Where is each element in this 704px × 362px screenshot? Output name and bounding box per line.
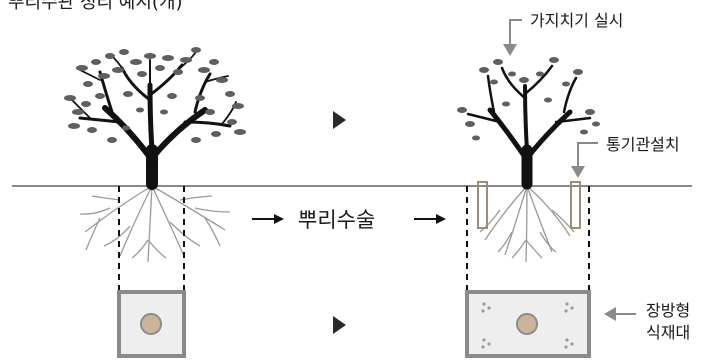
arrow-right-icon xyxy=(414,214,446,224)
tree-after-leaves xyxy=(457,57,600,141)
trunk-disc xyxy=(516,313,538,335)
arrow-right-icon xyxy=(252,214,284,224)
tree-after xyxy=(457,57,600,263)
arrow-down-icon xyxy=(503,44,517,56)
planter-label-line1: 장방형 xyxy=(646,301,690,320)
aeration-pipe-right xyxy=(570,181,581,229)
trunk-disc xyxy=(140,313,162,335)
tree-before xyxy=(64,47,246,263)
arrow-left-icon xyxy=(604,307,616,321)
pruning-label: 가지치기 실시 xyxy=(530,11,623,30)
arrow-down-icon xyxy=(571,166,585,178)
root-surgery-label: 뿌리수술 xyxy=(298,208,375,232)
planter-callout: 장방형 식재대 xyxy=(604,301,690,342)
play-triangle-icon xyxy=(333,111,346,129)
tree-after-branches xyxy=(466,64,592,190)
aeration-callout: 통기관설치 xyxy=(571,135,680,178)
aeration-label: 통기관설치 xyxy=(606,135,680,154)
planter-before xyxy=(117,290,186,358)
tree-before-roots xyxy=(79,185,231,263)
pruning-callout: 가지치기 실시 xyxy=(503,11,623,56)
play-triangle-icon xyxy=(333,316,346,334)
planter-label-line2: 식재대 xyxy=(646,323,690,342)
tree-before-leaves xyxy=(64,47,246,143)
aeration-holes xyxy=(481,302,574,349)
page-title: 뿌리수관 정리 예시(개) xyxy=(8,0,183,13)
tree-after-roots xyxy=(479,185,575,263)
tree-before-branches xyxy=(71,51,237,190)
planter-after xyxy=(465,290,591,358)
aeration-pipe-left xyxy=(477,181,488,229)
